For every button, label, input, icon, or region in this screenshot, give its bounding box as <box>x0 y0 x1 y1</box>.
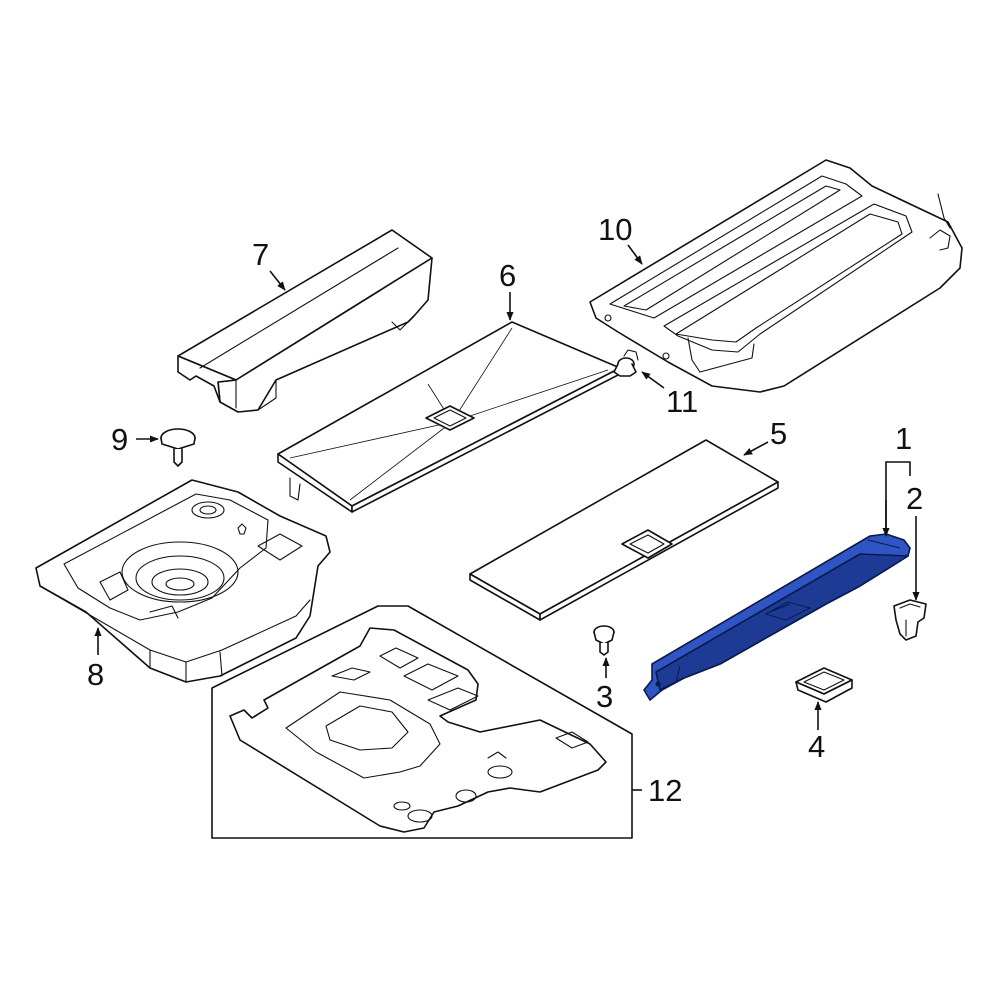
part-11-push-clip[interactable] <box>613 349 639 377</box>
part-12-floor-mat[interactable] <box>211 605 633 839</box>
callout-8: 8 <box>87 657 104 692</box>
part-4-cover-cap[interactable] <box>795 667 853 703</box>
leader-7 <box>269 270 286 291</box>
part-9-knob[interactable] <box>160 428 196 467</box>
leader-11 <box>641 371 665 389</box>
callout-1: 1 <box>895 421 912 456</box>
callout-12: 12 <box>648 773 682 808</box>
part-5-cargo-floor-panel[interactable] <box>469 439 779 621</box>
part-2-retainer-clip[interactable] <box>893 599 927 641</box>
callout-5: 5 <box>770 416 787 451</box>
callout-2: 2 <box>906 481 923 516</box>
callout-10: 10 <box>598 212 632 247</box>
callout-4: 4 <box>808 729 825 764</box>
part-10-tonneau-cover[interactable] <box>589 159 963 393</box>
leader-1-bracket <box>885 461 911 534</box>
leader-10 <box>627 244 643 265</box>
callout-9: 9 <box>111 422 128 457</box>
leader-lines <box>94 244 920 791</box>
part-1-scuff-plate[interactable] <box>643 533 911 701</box>
callout-labels: 1 2 3 4 5 6 7 8 9 10 11 12 <box>87 212 923 808</box>
callout-7: 7 <box>252 237 269 272</box>
part-7-storage-box[interactable] <box>177 229 433 413</box>
part-3-screw[interactable] <box>593 625 615 656</box>
leader-5 <box>743 441 769 456</box>
part-8-spare-tire-tray[interactable] <box>35 479 331 683</box>
callout-11: 11 <box>666 384 698 419</box>
callout-6: 6 <box>499 258 516 293</box>
callout-3: 3 <box>596 679 613 714</box>
